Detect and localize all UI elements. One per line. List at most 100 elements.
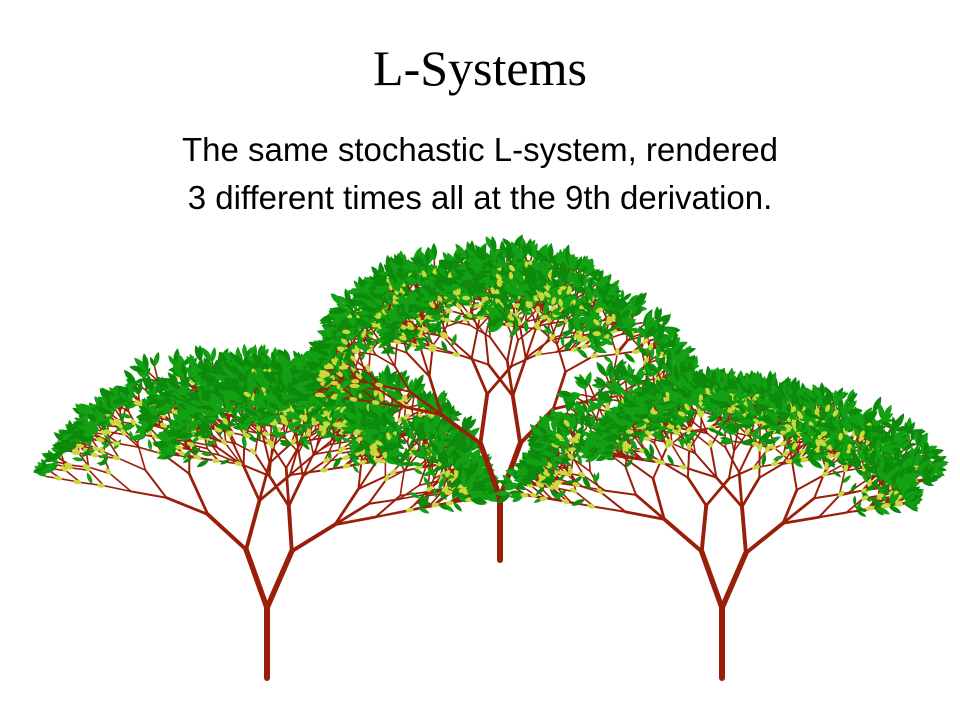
leaf <box>168 378 175 389</box>
branch <box>357 459 379 490</box>
bud <box>96 437 105 443</box>
branch <box>267 474 291 508</box>
leaf <box>137 381 143 395</box>
branch <box>257 461 272 503</box>
branch <box>129 490 168 499</box>
branch <box>88 469 105 487</box>
leaf <box>95 396 101 407</box>
branch <box>323 441 335 463</box>
leaf <box>95 417 110 422</box>
branch <box>264 548 295 611</box>
leaf <box>56 445 71 455</box>
bud <box>103 429 112 434</box>
branch <box>367 479 387 505</box>
branch <box>205 512 249 552</box>
branch <box>398 493 425 501</box>
leaf <box>150 418 161 425</box>
leaf <box>124 382 137 387</box>
leaf <box>138 405 152 415</box>
leaf <box>184 366 197 378</box>
branch <box>374 494 402 519</box>
leaf <box>72 457 85 462</box>
branch <box>374 509 408 519</box>
branch <box>284 466 291 508</box>
branch <box>268 442 292 465</box>
branch <box>314 449 341 456</box>
leaf <box>79 403 96 414</box>
bud <box>105 468 112 475</box>
leaf <box>134 378 146 384</box>
tree-left-leaves <box>32 343 503 514</box>
bud <box>120 428 127 436</box>
leaf <box>201 347 213 362</box>
branch <box>109 472 132 493</box>
leaf <box>156 376 169 389</box>
bud <box>60 465 68 472</box>
branch <box>118 442 140 449</box>
leaf <box>67 424 76 434</box>
leaf <box>112 398 128 404</box>
leaf <box>99 453 110 459</box>
branch <box>357 453 364 490</box>
leaf <box>94 410 106 417</box>
bud <box>130 418 137 426</box>
branch <box>399 469 406 497</box>
bud <box>112 455 121 461</box>
leaf <box>147 438 152 451</box>
branch <box>244 498 262 552</box>
leaf <box>178 368 184 380</box>
leaf <box>129 365 148 373</box>
branch <box>333 515 378 526</box>
leaf <box>134 357 148 372</box>
branch <box>248 426 258 434</box>
branch <box>164 496 210 516</box>
leaf <box>176 389 192 396</box>
leaf <box>80 451 91 457</box>
branch <box>308 434 315 455</box>
branch <box>284 437 300 454</box>
bud <box>113 418 122 424</box>
leaf <box>109 387 119 400</box>
leaf <box>162 390 175 396</box>
leaf <box>119 391 128 401</box>
branch <box>312 443 331 455</box>
leaf <box>82 419 95 433</box>
branch <box>287 474 305 508</box>
leaf <box>109 397 117 411</box>
bud <box>96 483 105 488</box>
bud <box>133 400 142 406</box>
branch <box>103 484 132 493</box>
leaf <box>154 398 169 409</box>
leaf <box>177 381 191 387</box>
bud <box>159 422 168 428</box>
leaf <box>153 354 159 367</box>
branch <box>229 435 245 468</box>
leaf <box>44 462 58 471</box>
branch <box>478 392 490 446</box>
leaf <box>82 429 100 437</box>
leaf <box>99 457 109 466</box>
leaf <box>453 502 462 512</box>
branch <box>226 426 237 445</box>
leaf <box>117 423 133 431</box>
bud <box>320 467 328 473</box>
branch <box>225 443 242 466</box>
branch <box>333 502 370 526</box>
branch <box>312 434 324 455</box>
branch <box>187 472 210 516</box>
leaf <box>115 385 131 394</box>
branch <box>173 454 187 458</box>
subtitle-line-2: 3 different times all at the 9th derivat… <box>187 179 773 216</box>
leaf <box>149 356 155 367</box>
leaf <box>162 406 174 413</box>
tree-left <box>32 343 503 681</box>
leaf <box>86 472 93 485</box>
branch <box>301 453 315 478</box>
bud <box>112 441 121 446</box>
subtitle-line-1: The same stochastic L-system, rendered <box>181 131 779 168</box>
bud <box>71 450 80 455</box>
branch <box>144 469 168 499</box>
leaf <box>77 437 92 442</box>
